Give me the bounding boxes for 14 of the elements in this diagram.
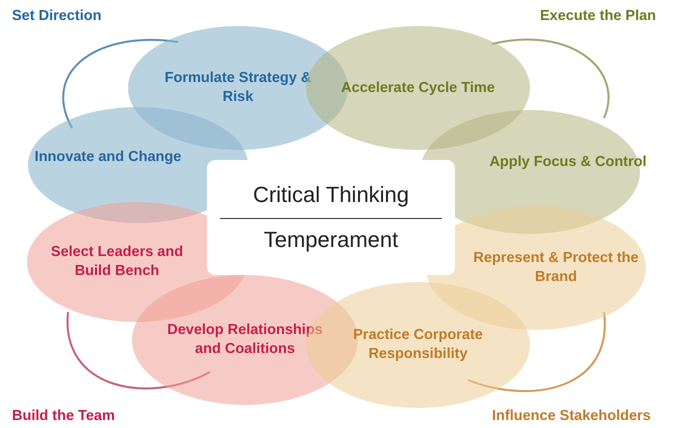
competency-label: Apply Focus & Control xyxy=(489,152,647,172)
core-label: Critical Thinking xyxy=(252,182,410,208)
quadrant-heading: Set Direction xyxy=(12,8,102,24)
quadrant-heading: Execute the Plan xyxy=(540,8,656,24)
competency-label: Develop Relationships and Coalitions xyxy=(166,321,324,359)
competency-label: Practice Corporate Responsibility xyxy=(352,326,484,364)
core-label: Temperament xyxy=(264,227,398,254)
quadrant-heading: Build the Team xyxy=(12,408,115,424)
competency-label: Select Leaders and Build Bench xyxy=(50,243,184,281)
competency-label: Innovate and Change xyxy=(34,148,182,166)
competency-label: Accelerate Cycle Time xyxy=(341,78,495,98)
competency-label: Formulate Strategy & Risk xyxy=(164,69,312,107)
quadrant-heading: Influence Stakeholders xyxy=(492,408,651,424)
competency-label: Represent & Protect the Brand xyxy=(472,249,640,287)
